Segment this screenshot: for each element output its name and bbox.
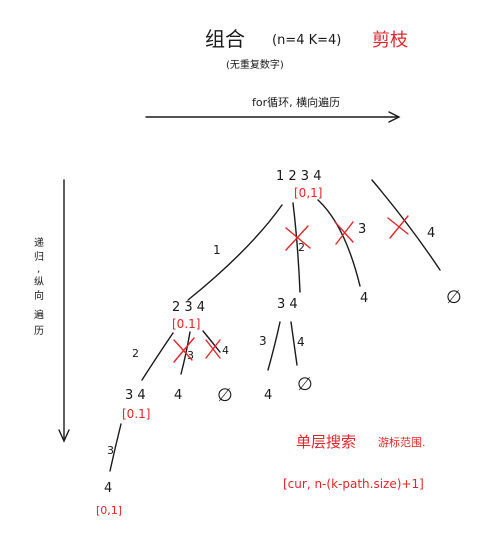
edge-label-e: 4 bbox=[297, 335, 305, 349]
vertical-axis-arrowhead bbox=[58, 429, 70, 443]
edge-label-d: 3 bbox=[259, 334, 267, 348]
prune-mark-edge-b bbox=[173, 337, 195, 363]
edge-root-1 bbox=[187, 204, 283, 301]
edge-root-4 bbox=[371, 179, 441, 271]
edge-34-4 bbox=[290, 321, 298, 366]
title-subtitle: (无重复数字) bbox=[226, 58, 284, 71]
title-params: (n=4 K=4) bbox=[272, 33, 341, 48]
node-l3-4-range: [0,1] bbox=[96, 504, 122, 517]
edge-label-1: 1 bbox=[213, 243, 221, 257]
svg-text:,: , bbox=[37, 264, 40, 275]
prune-mark-edge-3 bbox=[334, 221, 354, 245]
horizontal-axis-label: for循环, 横向遍历 bbox=[252, 95, 340, 109]
edge-label-a: 2 bbox=[132, 347, 139, 360]
svg-text:历: 历 bbox=[34, 325, 44, 337]
edge-label-2: 2 bbox=[298, 241, 305, 254]
node-l2-34: 3 4 bbox=[125, 388, 146, 403]
node-empty-1: ∅ bbox=[446, 287, 462, 308]
edge-l2-34-3 bbox=[109, 423, 122, 472]
svg-text:归: 归 bbox=[34, 250, 44, 263]
prune-mark-edge-c bbox=[205, 339, 221, 359]
node-234: 2 3 4 bbox=[172, 300, 205, 315]
node-l2-4b: 4 bbox=[264, 388, 272, 403]
edge-label-c: 4 bbox=[222, 344, 229, 357]
edge-label-l3: 3 bbox=[107, 444, 114, 457]
node-234-range: [0.1] bbox=[172, 317, 200, 331]
node-4: 4 bbox=[360, 291, 368, 306]
node-l2-empty-a: ∅ bbox=[217, 385, 233, 406]
vertical-axis-label: 递 归 , 纵 向 遍 历 bbox=[34, 236, 44, 337]
edge-234-4 bbox=[202, 330, 221, 353]
svg-text:遍: 遍 bbox=[34, 308, 44, 321]
prune-mark-edge-2 bbox=[285, 225, 311, 251]
title-main: 组合 bbox=[205, 27, 245, 51]
note-title: 单层搜索 bbox=[296, 433, 356, 451]
title-pruning: 剪枝 bbox=[372, 30, 408, 51]
prune-mark-edge-4 bbox=[387, 215, 409, 239]
root-node: 1 2 3 4 bbox=[276, 169, 321, 184]
edge-label-4: 4 bbox=[427, 226, 435, 241]
horizontal-axis-arrowhead bbox=[388, 111, 401, 123]
edge-root-3 bbox=[317, 199, 361, 287]
edge-label-b: 3 bbox=[187, 349, 194, 362]
note-subtitle: 游标范围. bbox=[378, 435, 426, 449]
note-formula: [cur, n-(k-path.size)+1] bbox=[283, 477, 424, 491]
node-34: 3 4 bbox=[277, 297, 298, 312]
svg-text:向: 向 bbox=[34, 289, 44, 302]
node-l2-4a: 4 bbox=[174, 388, 182, 403]
root-range: [0,1] bbox=[294, 186, 322, 200]
node-l2-empty-b: ∅ bbox=[297, 374, 313, 395]
svg-text:递: 递 bbox=[34, 236, 44, 249]
edge-root-2 bbox=[292, 202, 301, 293]
svg-text:纵: 纵 bbox=[34, 276, 44, 288]
node-l2-34-range: [0.1] bbox=[122, 407, 150, 421]
edge-234-2 bbox=[141, 332, 174, 381]
edge-34-3 bbox=[267, 321, 281, 371]
node-l3-4: 4 bbox=[104, 481, 112, 496]
edge-label-3: 3 bbox=[358, 222, 366, 237]
